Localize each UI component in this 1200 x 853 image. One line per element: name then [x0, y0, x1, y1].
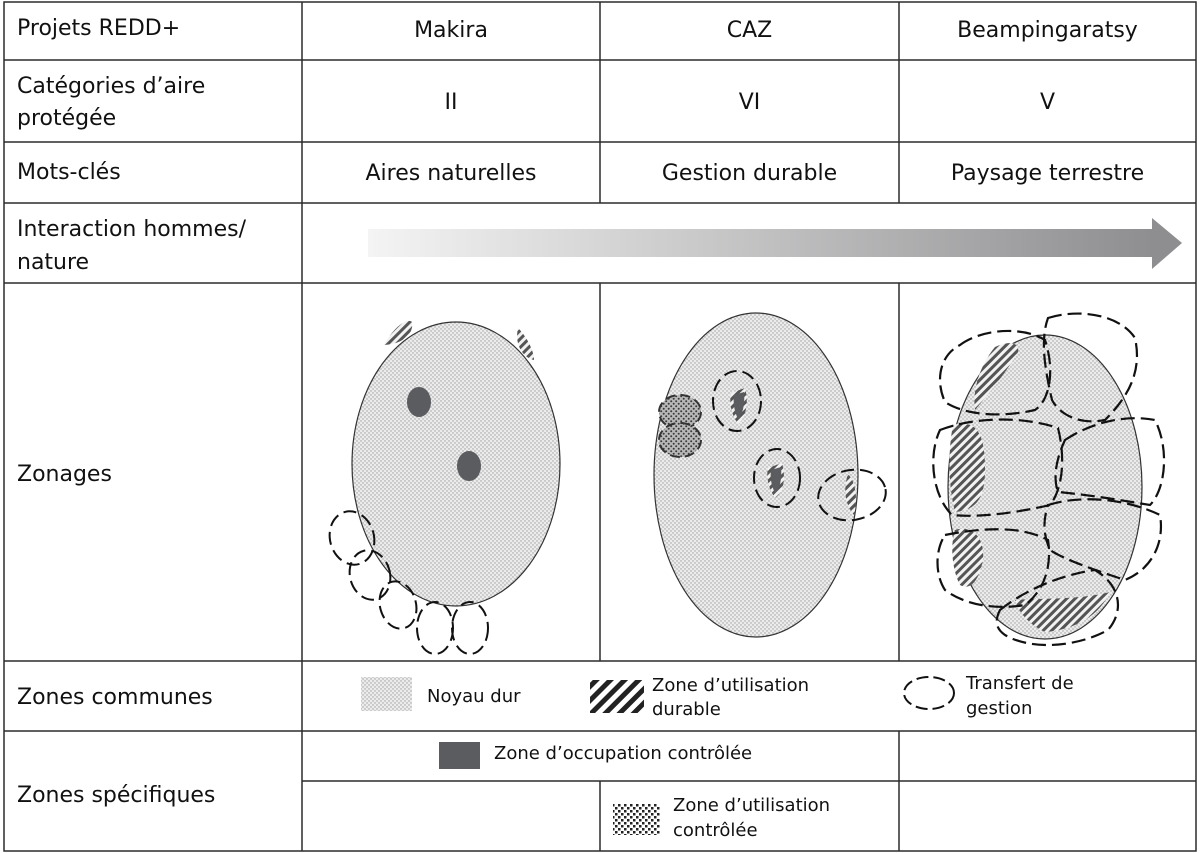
makira-transfer-4 — [416, 601, 454, 655]
row-label-projects: Projets REDD+ — [17, 16, 181, 41]
makira-controlled-occupation-1 — [407, 387, 431, 417]
makira-controlled-occupation-2 — [457, 451, 481, 481]
beampingaratsy-management-transfer — [932, 312, 1166, 647]
caz-zoning — [653, 312, 887, 638]
caz-transfer-1 — [712, 370, 762, 432]
legend-core-zone-swatch — [361, 677, 412, 711]
row-label-zones-specifiques: Zones spécifiques — [17, 783, 216, 808]
beampingaratsy-sustainable-use-2 — [949, 423, 985, 512]
interaction-arrow-head — [1152, 218, 1182, 269]
legend-controlled-use-swatch — [613, 804, 660, 835]
legend-sustainable-use-swatch — [590, 680, 644, 713]
legend-controlled-use-label-2: contrôlée — [673, 820, 758, 841]
makira-transfer-3 — [378, 580, 418, 630]
caz-transfer-3 — [817, 468, 887, 522]
legend-transfer-swatch — [903, 676, 955, 710]
beampingaratsy-sustainable-use-4 — [1015, 592, 1110, 632]
caz-controlled-use-1 — [658, 394, 702, 430]
makira-sustainable-use-2 — [517, 328, 534, 360]
makira-transfer-1 — [328, 510, 376, 566]
makira-core-zone — [351, 321, 561, 607]
makira-sustainable-use-1 — [384, 320, 413, 345]
caz-transfer-2 — [753, 448, 801, 508]
legend-transfer-label-1: Transfert de — [966, 673, 1074, 694]
keyword-beampingaratsy: Paysage terrestre — [950, 161, 1145, 186]
project-name-beampingaratsy: Beampingaratsy — [957, 18, 1138, 43]
row-dividers — [4, 59, 1196, 782]
legend-sustainable-use-label-1: Zone d’utilisation — [652, 675, 810, 696]
row-label-zones-communes: Zones communes — [17, 685, 213, 710]
legend-transfer-label-2: gestion — [966, 698, 1033, 719]
category-makira: II — [444, 90, 458, 115]
beampingaratsy-sustainable-use-1 — [974, 343, 1019, 410]
makira-management-transfer — [328, 510, 489, 655]
category-beampingaratsy: V — [1039, 90, 1056, 115]
makira-transfer-2 — [348, 549, 392, 601]
keyword-makira: Aires naturelles — [365, 161, 537, 186]
legend-controlled-occupation-swatch — [439, 742, 480, 769]
caz-sustainable-use — [845, 474, 856, 515]
beampingaratsy-zoning — [932, 312, 1166, 647]
beampingaratsy-sustainable-use-3 — [952, 528, 984, 587]
legend-core-zone-label: Noyau dur — [427, 686, 521, 707]
caz-core-zone — [653, 312, 859, 638]
makira-transfer-5 — [451, 601, 489, 655]
makira-zoning — [328, 320, 561, 655]
legend-sustainable-use-label-2: durable — [652, 699, 721, 720]
row-label-categories-2: protégée — [17, 106, 117, 131]
row-label-keywords: Mots-clés — [17, 160, 121, 185]
project-name-caz: CAZ — [726, 18, 773, 43]
row-label-interaction-2: nature — [17, 250, 90, 275]
row-label-categories-1: Catégories d’aire — [17, 74, 206, 99]
legend-controlled-occupation-label: Zone d’occupation contrôlée — [494, 743, 753, 764]
legend-swatches — [361, 676, 955, 835]
row-label-interaction-1: Interaction hommes/ — [17, 217, 247, 242]
legend-controlled-use-label-1: Zone d’utilisation — [673, 795, 831, 816]
column-dividers — [301, 2, 900, 851]
project-name-makira: Makira — [414, 18, 488, 43]
keyword-caz: Gestion durable — [661, 161, 838, 186]
interaction-arrow — [368, 218, 1182, 269]
row-label-zonages: Zonages — [17, 462, 112, 487]
interaction-arrow-shaft — [368, 229, 1155, 257]
caz-controlled-use-2 — [658, 422, 702, 458]
category-caz: VI — [738, 90, 761, 115]
